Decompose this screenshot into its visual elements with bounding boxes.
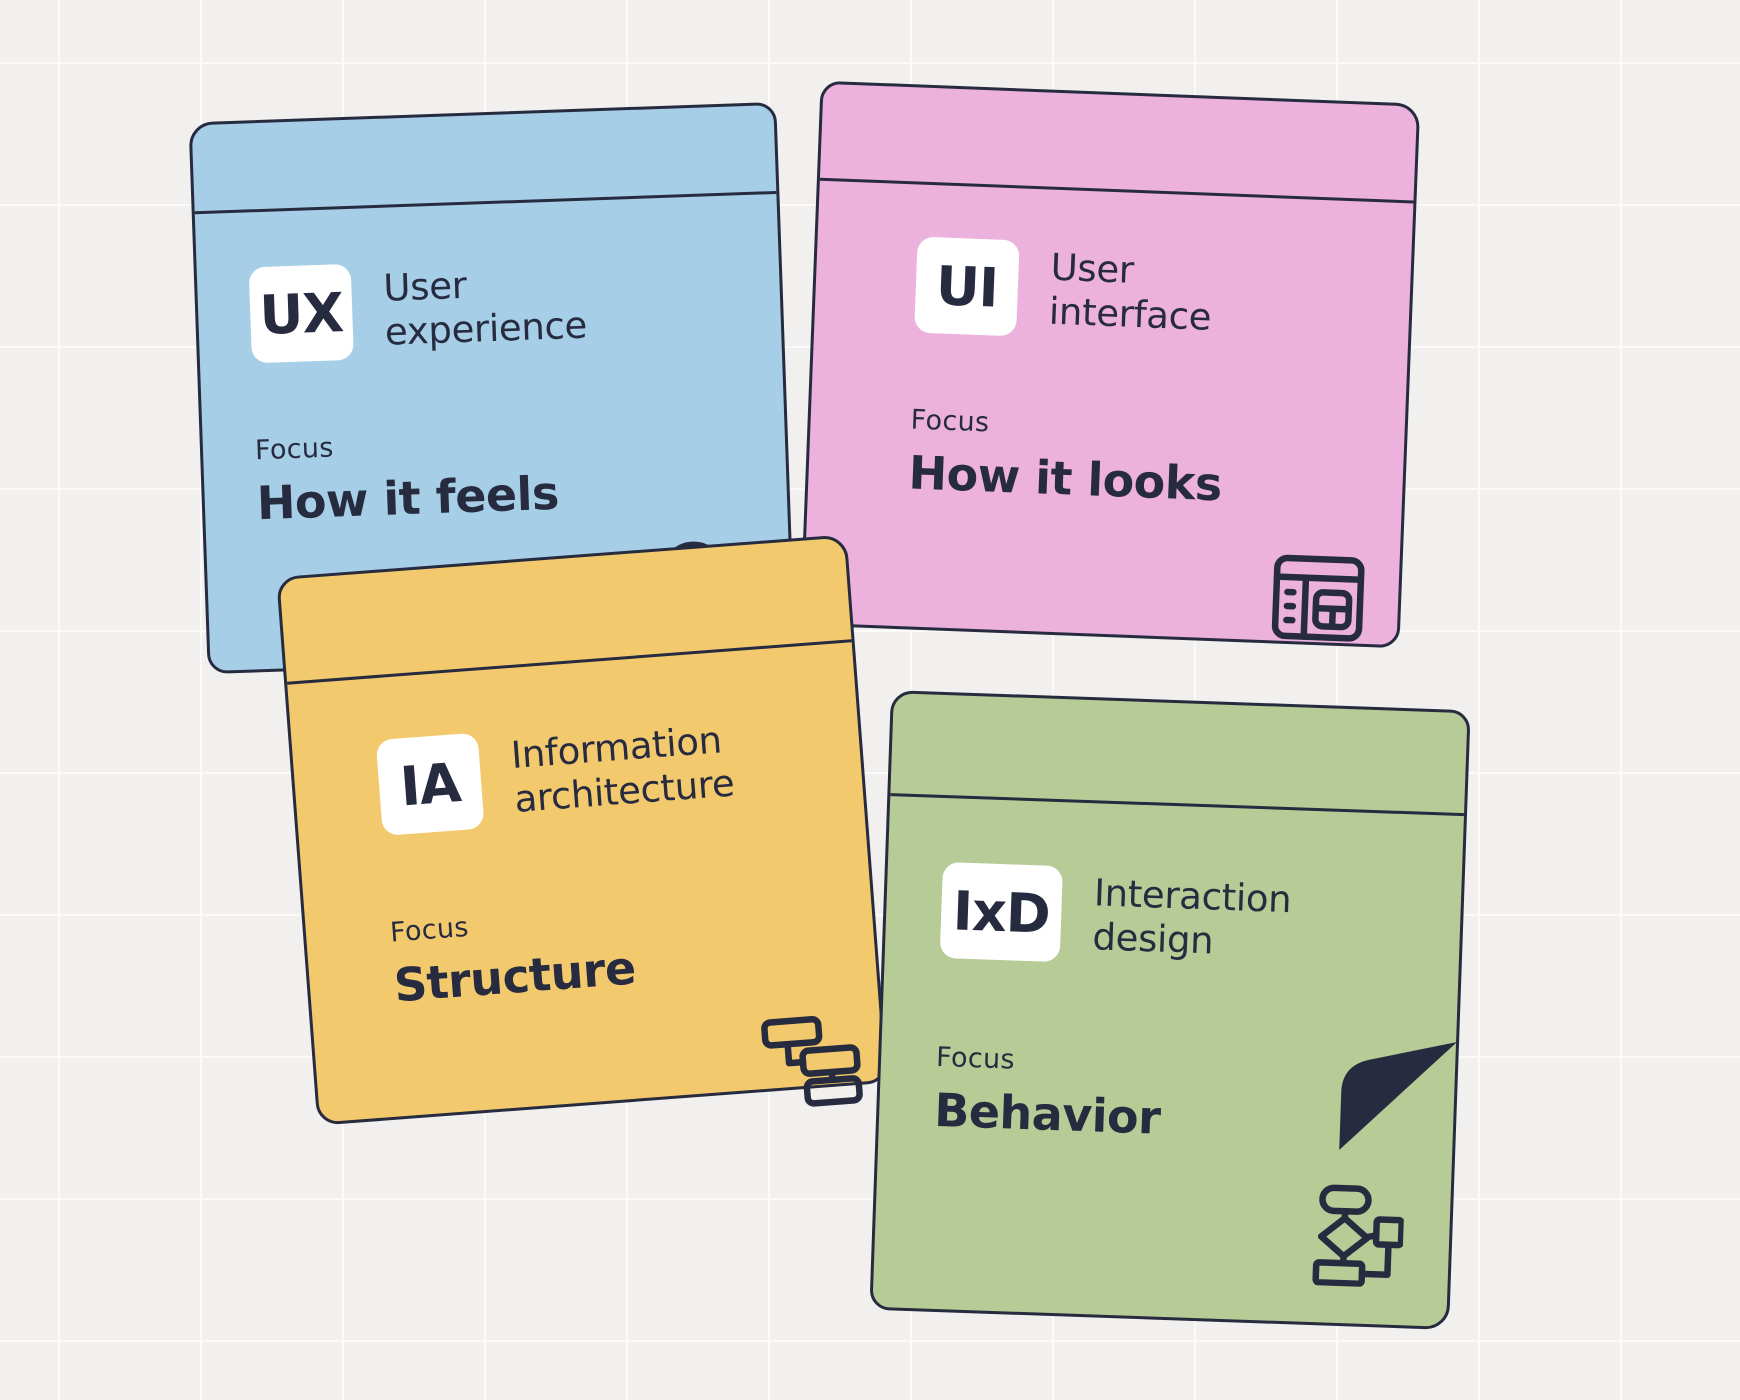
ui-title-line-1: User <box>1049 245 1135 292</box>
ux-card-title: User experience <box>383 259 588 355</box>
ixd-badge: IxD <box>939 861 1063 963</box>
ixd-title-line-2: design <box>1091 915 1215 963</box>
ia-badge: IA <box>375 732 485 836</box>
ux-focus-label: Focus <box>254 432 335 467</box>
flowchart-icon <box>1295 1183 1405 1289</box>
card-user-interface: UI User interface Focus How it looks <box>799 80 1421 649</box>
ui-focus-label: Focus <box>910 404 990 439</box>
ui-badge: UI <box>914 236 1020 337</box>
card-information-architecture: IA Information architecture Focus Struct… <box>276 534 888 1126</box>
ui-card-title: User interface <box>1048 245 1214 340</box>
ux-badge: UX <box>248 263 354 364</box>
sitemap-icon <box>758 1011 869 1113</box>
ux-focus-value: How it feels <box>255 465 560 531</box>
browser-window-icon <box>1270 550 1365 645</box>
ia-card-title: Information architecture <box>510 717 736 822</box>
ui-focus-value: How it looks <box>907 445 1223 512</box>
ux-title-line-1: User <box>382 263 468 310</box>
ui-title-line-2: interface <box>1048 289 1213 339</box>
card-interaction-design: IxD Interaction design Focus Behavior <box>869 690 1471 1330</box>
ux-title-line-2: experience <box>384 303 588 354</box>
ixd-title-line-1: Interaction <box>1093 870 1293 921</box>
ixd-card-title: Interaction design <box>1092 871 1292 967</box>
folded-corner <box>1339 1042 1458 1150</box>
card-ixd-header-strip <box>890 693 1468 817</box>
